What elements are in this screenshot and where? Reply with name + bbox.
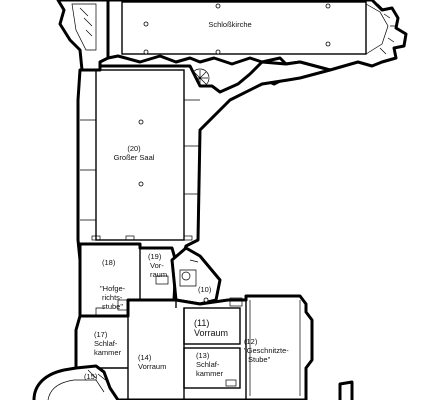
room-label-19-line2: raum — [150, 270, 168, 279]
room-number-13: (13) — [196, 351, 210, 360]
south-east-fragment — [338, 380, 354, 400]
room-label-11: Vorraum — [194, 328, 229, 338]
room-number-15: (15) — [84, 372, 98, 381]
room-label-13-line1: Schlaf- — [196, 360, 220, 369]
room-label-14: Vorraum — [138, 362, 167, 371]
room-number-12: (12) — [244, 337, 258, 346]
chapel-outline — [106, 0, 408, 72]
room-number-20: (20) — [127, 144, 141, 153]
room-number-11: (11) — [194, 318, 210, 328]
room-label-18-line2: richts- — [102, 293, 123, 302]
stair-area — [170, 246, 222, 306]
room-label-12-line1: "Geschnitzte- — [244, 346, 289, 355]
south-west-bastion — [32, 364, 120, 400]
room-label-19-line1: Vor- — [150, 261, 164, 270]
room-number-19: (19) — [148, 252, 162, 261]
room-number-17: (17) — [94, 330, 108, 339]
room-label-18-line1: "Hofge- — [100, 284, 126, 293]
north-west-wing — [56, 0, 110, 72]
room-label-17-line1: Schlaf- — [94, 339, 118, 348]
room-label-chapel: Schloßkirche — [208, 20, 252, 29]
room-label-18-line3: stube" — [102, 302, 124, 311]
south-rooms — [74, 294, 314, 400]
room-number-18: (18) — [102, 258, 116, 267]
room-number-10: (10) — [198, 285, 212, 294]
room-label-12-line2: Stube" — [248, 355, 271, 364]
room-label-great-hall: Großer Saal — [113, 153, 155, 162]
room-label-13-line2: kammer — [196, 369, 224, 378]
room-label-17-line2: kammer — [94, 348, 122, 357]
room-number-14: (14) — [138, 353, 152, 362]
